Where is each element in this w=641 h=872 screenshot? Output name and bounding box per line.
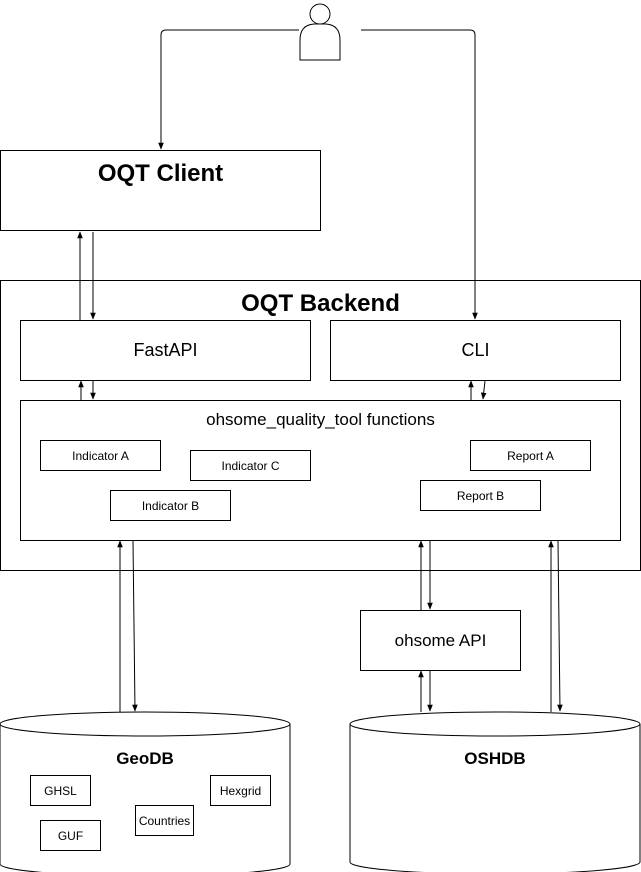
report-a-box: Report A xyxy=(470,440,591,471)
ohsome-api-label: ohsome API xyxy=(394,630,487,650)
countries-label: Countries xyxy=(138,813,191,828)
geodb-table-guf: GUF xyxy=(40,820,101,851)
arrow-user-to-client xyxy=(158,29,299,150)
indicator-b-label: Indicator B xyxy=(141,498,200,513)
geodb-table-ghsl: GHSL xyxy=(30,775,91,806)
indicator-a-box: Indicator A xyxy=(40,440,161,471)
indicator-a-label: Indicator A xyxy=(72,448,129,463)
guf-label: GUF xyxy=(57,828,84,843)
geodb-title: GeoDB xyxy=(116,749,174,768)
functions-title: ohsome_quality_tool functions xyxy=(206,410,435,429)
hexgrid-label: Hexgrid xyxy=(219,783,262,798)
user-icon xyxy=(299,3,341,61)
report-a-label: Report A xyxy=(507,448,554,463)
geodb-table-hexgrid: Hexgrid xyxy=(210,775,271,806)
arrow-user-to-cli xyxy=(361,29,478,320)
ohsome-api-box: ohsome API xyxy=(360,610,521,671)
oshdb-title: OSHDB xyxy=(464,749,526,768)
oqt-client-title: OQT Client xyxy=(97,160,224,187)
cli-label: CLI xyxy=(461,340,490,360)
arrow-functions-to-geodb xyxy=(132,540,138,712)
arrow-cli-to-functions xyxy=(480,380,487,400)
indicator-b-box: Indicator B xyxy=(110,490,231,521)
oshdb-cylinder xyxy=(349,711,641,872)
arrow-functions-to-oshdb xyxy=(557,540,563,712)
oqt-client-box: OQT Client xyxy=(0,150,321,231)
report-b-box: Report B xyxy=(420,480,541,511)
indicator-c-box: Indicator C xyxy=(190,450,311,481)
report-b-label: Report B xyxy=(456,488,505,503)
cli-box: CLI xyxy=(330,320,621,381)
indicator-c-label: Indicator C xyxy=(221,458,280,473)
fastapi-box: FastAPI xyxy=(20,320,311,381)
geodb-table-countries: Countries xyxy=(135,805,194,836)
oqt-backend-title: OQT Backend xyxy=(241,290,400,317)
fastapi-label: FastAPI xyxy=(133,340,198,360)
ghsl-label: GHSL xyxy=(44,783,77,798)
